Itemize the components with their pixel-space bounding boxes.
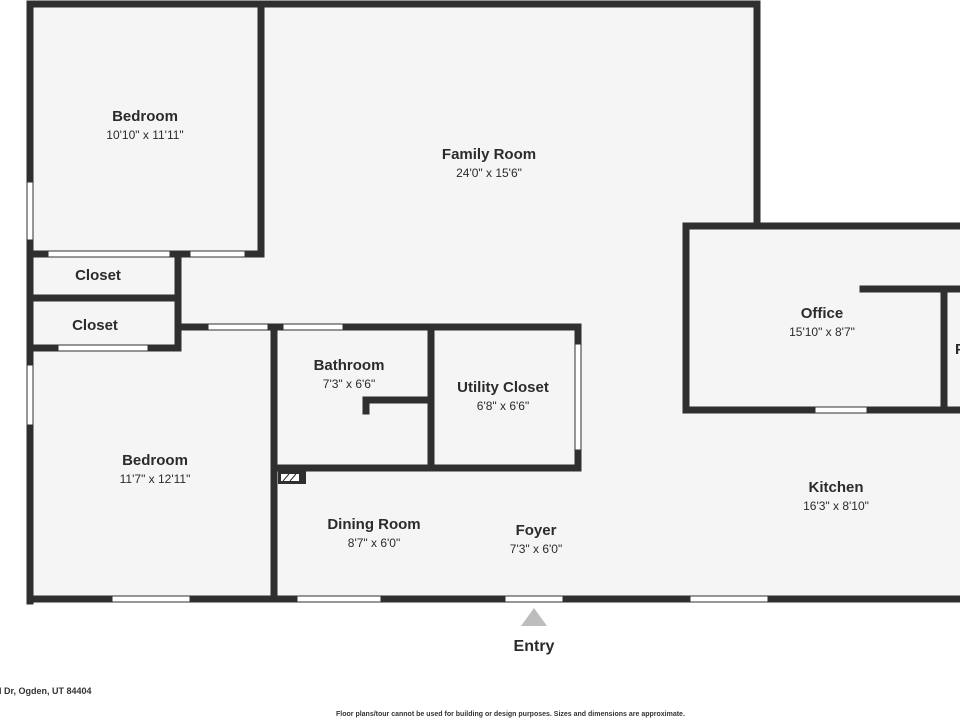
- room-name-family-room: Family Room: [442, 146, 536, 163]
- room-name-utility-closet: Utility Closet: [457, 379, 549, 396]
- windows: [26, 181, 868, 603]
- room-dims-kitchen: 16'3" x 8'10": [803, 499, 869, 513]
- room-name-dining-room: Dining Room: [327, 516, 420, 533]
- room-name-closet-1: Closet: [75, 267, 121, 284]
- room-dims-family-room: 24'0" x 15'6": [456, 166, 522, 180]
- entry-arrow-icon: [521, 608, 547, 626]
- room-name-office: Office: [801, 305, 844, 322]
- room-name-kitchen: Kitchen: [808, 479, 863, 496]
- room-dims-office: 15'10" x 8'7": [789, 325, 855, 339]
- room-name-office-side: P: [955, 341, 960, 358]
- room-labels: Bedroom 10'10" x 11'11" Family Room 24'0…: [72, 108, 960, 556]
- room-name-bedroom-top: Bedroom: [112, 108, 178, 125]
- room-name-closet-2: Closet: [72, 317, 118, 334]
- disclaimer-text: Floor plans/tour cannot be used for buil…: [336, 711, 685, 718]
- room-name-foyer: Foyer: [516, 522, 557, 539]
- entry-label: Entry: [514, 638, 555, 655]
- room-name-bedroom-bottom: Bedroom: [122, 452, 188, 469]
- room-dims-dining-room: 8'7" x 6'0": [348, 536, 400, 550]
- room-dims-utility-closet: 6'8" x 6'6": [477, 399, 529, 413]
- room-name-bathroom: Bathroom: [314, 357, 385, 374]
- room-dims-bedroom-bottom: 11'7" x 12'11": [120, 472, 191, 486]
- room-dims-bathroom: 7'3" x 6'6": [323, 377, 375, 391]
- vent-block: [278, 471, 306, 484]
- address-text: d Dr, Ogden, UT 84404: [0, 686, 92, 696]
- room-dims-foyer: 7'3" x 6'0": [510, 542, 562, 556]
- room-dims-bedroom-top: 10'10" x 11'11": [106, 128, 183, 142]
